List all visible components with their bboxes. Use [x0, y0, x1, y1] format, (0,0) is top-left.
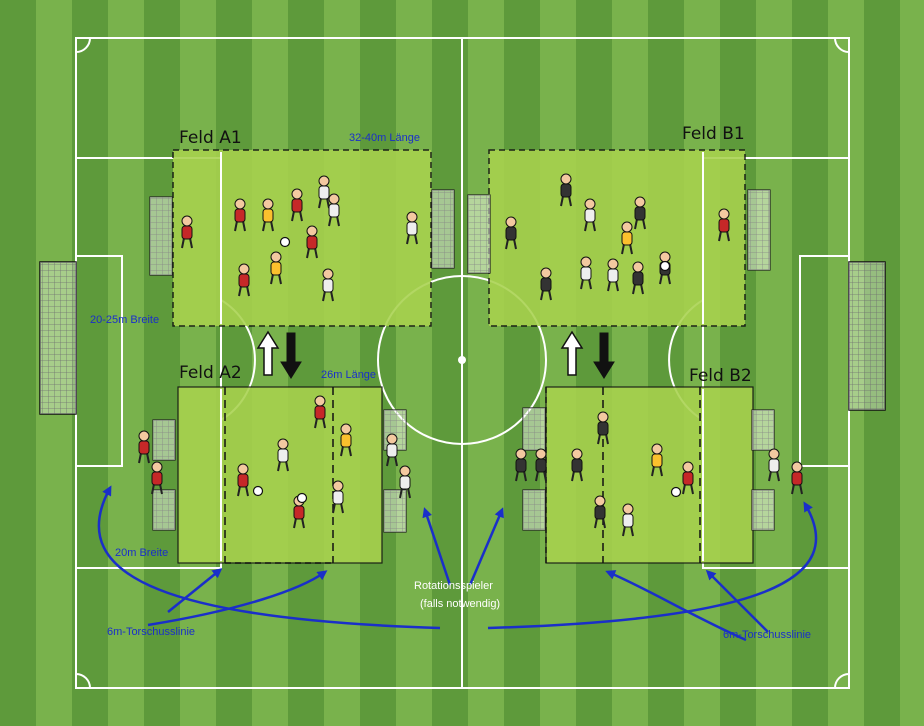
shooting-line-label-right: 6m-Torschusslinie — [723, 630, 811, 641]
mini-goal-icon — [752, 490, 774, 530]
shooting-line-label-left: 6m-Torschusslinie — [107, 627, 195, 638]
field-label-a1: Feld A1 — [179, 130, 242, 147]
mini-goal-icon — [468, 195, 490, 273]
mini-goal-icon — [523, 490, 545, 530]
field-label-b2: Feld B2 — [689, 368, 752, 385]
mini-goal-icon — [748, 190, 770, 270]
zone-a1 — [173, 150, 431, 326]
field-label-b1: Feld B1 — [682, 126, 745, 143]
dimension-a2-width: 20m Breite — [115, 548, 168, 559]
ball-icon — [281, 238, 290, 247]
zone-b2 — [546, 387, 753, 563]
mini-goal-icon — [752, 410, 774, 450]
mini-goal-icon — [150, 197, 172, 275]
mini-goal-icon — [384, 490, 406, 532]
mini-goal-icon — [153, 420, 175, 460]
mini-goal-icon — [523, 408, 545, 450]
ball-icon — [298, 494, 307, 503]
ball-icon — [672, 488, 681, 497]
rotation-note-line2: (falls notwendig) — [420, 599, 500, 610]
dimension-a2-length: 26m Länge — [321, 370, 376, 381]
field-label-a2: Feld A2 — [179, 365, 242, 382]
rotation-note-line1: Rotationsspieler — [414, 581, 493, 592]
center-spot — [458, 356, 466, 364]
zone-b1 — [489, 150, 745, 326]
ball-icon — [254, 487, 263, 496]
mini-goal-icon — [153, 490, 175, 530]
soccer-goal-icon — [849, 262, 885, 410]
ball-icon — [661, 262, 670, 271]
soccer-goal-icon — [40, 262, 76, 414]
zone-a2 — [178, 387, 382, 563]
mini-goal-icon — [432, 190, 454, 268]
dimension-a1-length: 32-40m Länge — [349, 133, 420, 144]
dimension-a1-width: 20-25m Breite — [90, 315, 159, 326]
